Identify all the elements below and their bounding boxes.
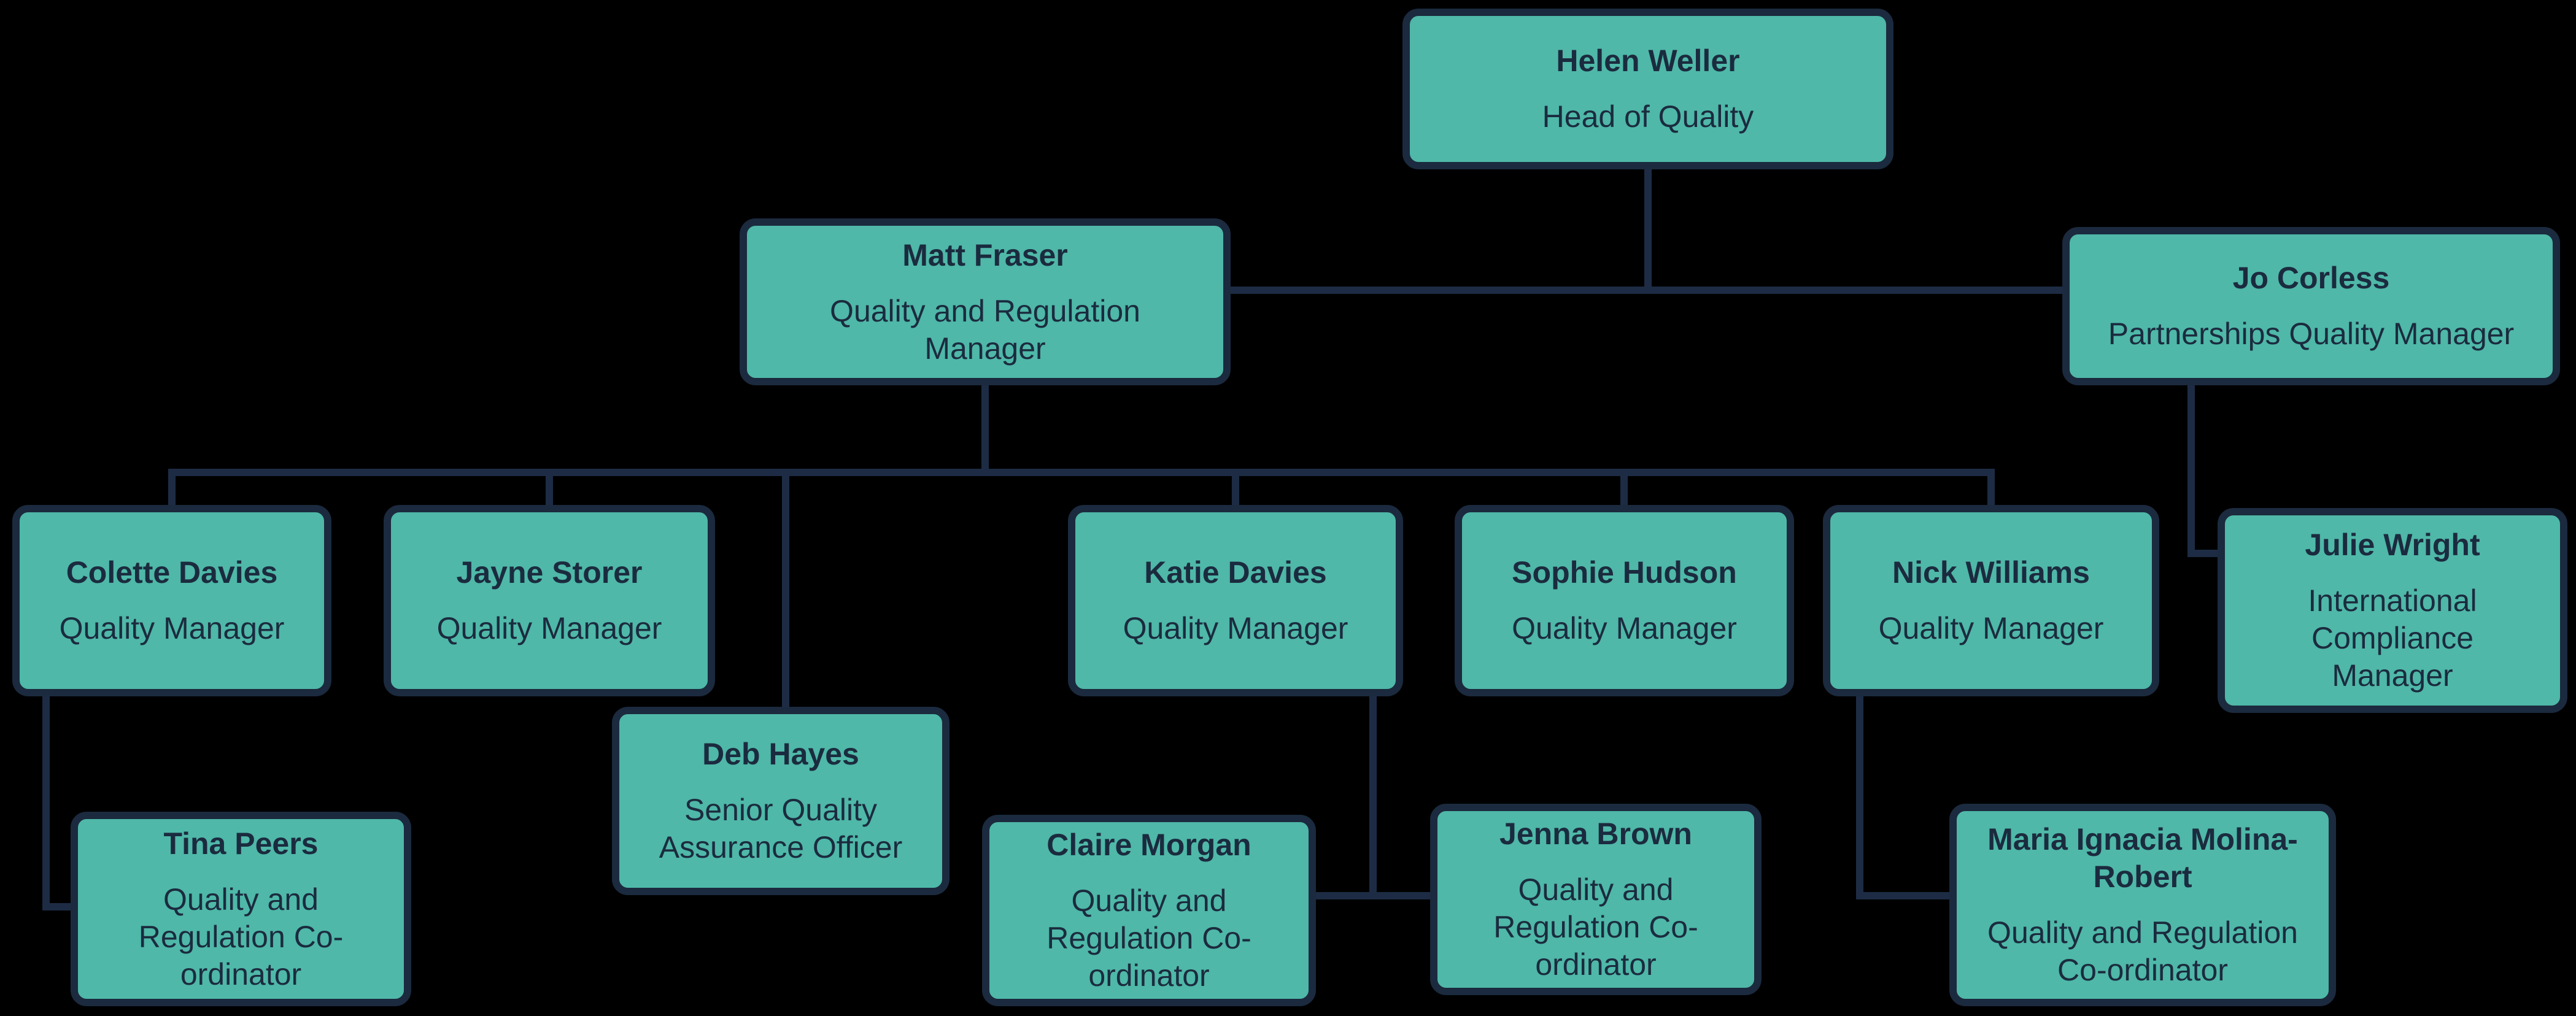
org-node-nick: Nick Williams Quality Manager <box>1823 505 2159 696</box>
person-name: Nick Williams <box>1892 555 2090 590</box>
person-title: Quality Manager <box>1878 611 2104 645</box>
org-node-katie: Katie Davies Quality Manager <box>1068 505 1403 696</box>
org-node-jo: Jo Corless Partnerships Quality Manager <box>2062 227 2560 385</box>
person-title: Quality Manager <box>1512 611 1737 645</box>
person-name: Katie Davies <box>1144 555 1327 590</box>
org-node-julie: Julie Wright International Compliance Ma… <box>2218 508 2567 713</box>
person-name: Deb Hayes <box>702 737 859 771</box>
org-node-deb: Deb Hayes Senior Quality Assurance Offic… <box>612 707 950 895</box>
person-name: Matt Fraser <box>902 237 1068 272</box>
connector <box>42 694 75 910</box>
person-name: Colette Davies <box>66 555 278 590</box>
org-node-claire: Claire Morgan Quality and Regulation Co-… <box>982 815 1316 1006</box>
org-node-sophie: Sophie Hudson Quality Manager <box>1455 505 1794 696</box>
person-name: Sophie Hudson <box>1512 555 1737 590</box>
person-name: Julie Wright <box>2305 528 2480 562</box>
org-node-helen: Helen Weller Head of Quality <box>1402 9 1893 169</box>
person-title: Quality Manager <box>436 611 662 645</box>
person-name: Tina Peers <box>163 826 319 861</box>
person-title: Partnerships Quality Manager <box>2108 317 2515 351</box>
org-node-maria: Maria Ignacia Molina-Robert Quality and … <box>1949 804 2336 1006</box>
person-title: Quality and Regulation Co- ordinator <box>1493 872 1698 982</box>
person-title: Quality Manager <box>1123 611 1348 645</box>
person-title: Head of Quality <box>1542 99 1754 134</box>
connector <box>2187 383 2222 557</box>
person-title: International Compliance Manager <box>2308 583 2477 693</box>
person-name: Claire Morgan <box>1046 828 1251 862</box>
org-node-jayne: Jayne Storer Quality Manager <box>384 505 715 696</box>
person-name: Jo Corless <box>2232 261 2390 295</box>
person-name: Helen Weller <box>1556 44 1740 78</box>
person-name: Jenna Brown <box>1499 817 1692 851</box>
person-name: Maria Ignacia Molina-Robert <box>1987 822 2298 894</box>
org-node-jenna: Jenna Brown Quality and Regulation Co- o… <box>1430 804 1762 995</box>
org-node-tina: Tina Peers Quality and Regulation Co- or… <box>71 812 411 1006</box>
connector <box>1856 693 1954 899</box>
org-node-matt: Matt Fraser Quality and Regulation Manag… <box>740 218 1231 385</box>
person-title: Quality and Regulation Co-ordinator <box>1987 915 2298 987</box>
person-title: Quality Manager <box>59 611 285 645</box>
person-title: Quality and Regulation Manager <box>830 293 1140 366</box>
person-name: Jayne Storer <box>456 555 643 590</box>
person-title: Senior Quality Assurance Officer <box>659 793 903 864</box>
person-title: Quality and Regulation Co- ordinator <box>138 882 344 991</box>
org-node-colette: Colette Davies Quality Manager <box>12 505 331 696</box>
person-title: Quality and Regulation Co- ordinator <box>1046 883 1251 993</box>
